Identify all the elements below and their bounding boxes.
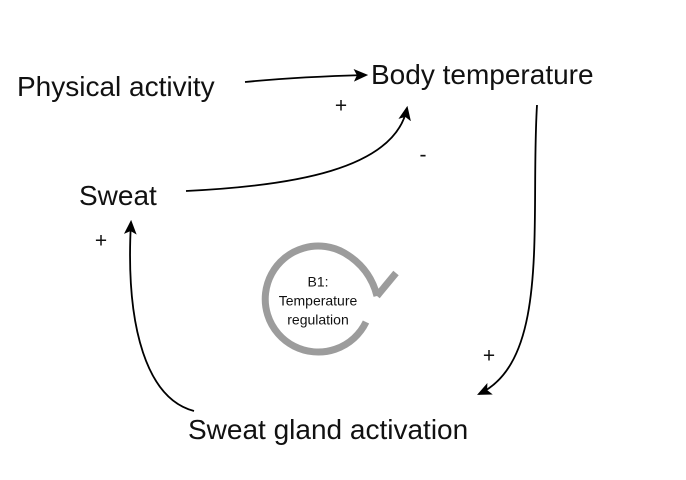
edge-sweat-to-body-temperature: [185, 105, 411, 192]
polarity-sign-sweat-to-body-temperature: -: [419, 143, 427, 167]
loop-name-line-2: regulation: [287, 311, 349, 328]
edge-physical-activity-to-body-temperature: [244, 69, 369, 83]
balancing-loop-icon: [261, 242, 399, 356]
loop-label: B1: Temperature regulation: [279, 273, 358, 330]
polarity-sign-body-temperature-to-sweat-gland-activation: +: [482, 344, 496, 368]
polarity-sign-physical-activity-to-body-temperature: +: [334, 94, 348, 118]
node-sweat-gland-activation: Sweat gland activation: [188, 414, 469, 445]
loop-arrowhead-barb: [374, 270, 399, 299]
loop-ring-arc: [261, 242, 381, 356]
loop-name-line-1: Temperature: [278, 292, 358, 309]
polarity-sign-sweat-gland-activation-to-sweat: +: [94, 229, 108, 253]
node-physical-activity: Physical activity: [17, 71, 215, 102]
node-body-temperature: Body temperature: [371, 59, 594, 90]
edge-body-temperature-to-sweat-gland-activation: [477, 104, 538, 395]
node-sweat: Sweat: [79, 180, 157, 211]
loop-id-label: B1:: [307, 273, 329, 290]
edge-sweat-gland-activation-to-sweat: [123, 219, 195, 412]
